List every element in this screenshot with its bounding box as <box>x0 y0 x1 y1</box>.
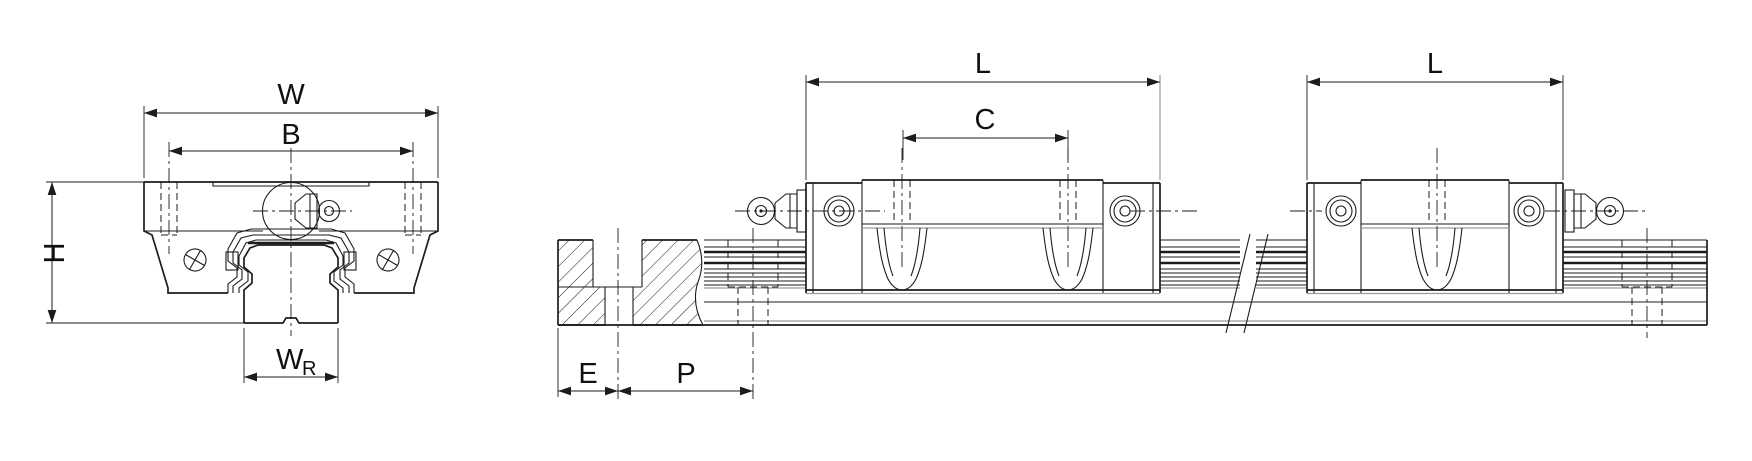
seal-tab-right <box>343 251 357 271</box>
dim-label-w: W <box>277 79 305 111</box>
carriage2-ball-guide <box>1411 227 1463 291</box>
phillips-screw-icon <box>376 248 400 272</box>
dimension-mounting-spacing: B <box>169 119 413 156</box>
dimension-block-length-2: L <box>1306 48 1564 180</box>
dim-label-p: P <box>676 358 695 390</box>
dimension-rail-width: W R <box>243 328 339 383</box>
rail-side-profile <box>558 239 1708 326</box>
section-break-edge <box>694 239 704 326</box>
dim-label-l2: L <box>1427 48 1443 80</box>
rail-bolt-hole-hidden-left <box>727 228 779 399</box>
rail-segment-2 <box>1160 239 1240 289</box>
grease-port-right <box>1513 195 1545 227</box>
dim-label-wr: W <box>276 344 304 376</box>
dimension-edge-distance: E <box>557 328 618 397</box>
rail-segment-1 <box>704 239 806 289</box>
dim-label-h: H <box>39 243 71 264</box>
front-view: W B H W R <box>39 79 439 383</box>
dim-label-c: C <box>975 104 996 136</box>
front-endcap-screws <box>183 248 400 272</box>
carriage-block-1 <box>735 148 1200 295</box>
dimension-overall-width: W <box>143 79 439 178</box>
seal-tab-left <box>225 251 239 271</box>
grease-nipple-right-icon <box>1545 189 1648 233</box>
grease-port-left <box>1325 195 1357 227</box>
phillips-screw-icon <box>183 248 207 272</box>
carriage-block-2 <box>1290 148 1648 295</box>
dimension-block-length-1: L <box>805 48 1161 180</box>
dimension-hole-pitch: P <box>618 358 753 396</box>
rail-break-line <box>1225 233 1269 334</box>
rail-bolt-hole-sectioned <box>558 228 643 399</box>
dim-label-e: E <box>578 358 597 390</box>
dim-label-wr-subscript: R <box>302 358 316 380</box>
carriage2-mounting-hole <box>1428 148 1446 268</box>
rail-segment-4 <box>1563 239 1707 289</box>
dim-label-b: B <box>281 119 300 151</box>
rail-segment-3 <box>1256 239 1307 289</box>
dimension-hole-spacing: C <box>902 104 1069 160</box>
side-view: L C L E P <box>557 48 1708 399</box>
front-flange-holes <box>160 142 422 254</box>
dimension-height: H <box>39 181 244 324</box>
carriage1-mounting-holes <box>893 148 1077 268</box>
dim-label-l1: L <box>975 48 991 80</box>
grease-nipple-left-icon <box>735 189 885 233</box>
rail-section-hatched-end <box>557 228 704 399</box>
rail-bolt-hole-hidden-right <box>1621 228 1673 338</box>
carriage1-ball-guides <box>876 227 1094 291</box>
